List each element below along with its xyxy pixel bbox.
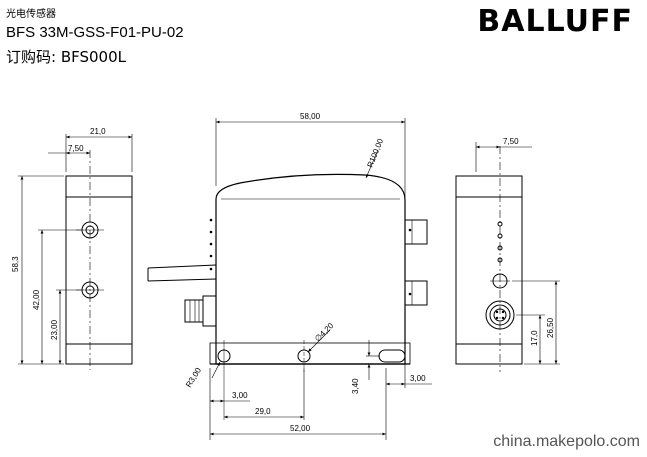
dim-front-width: 58,00	[300, 112, 321, 121]
dim-front-radius: R100,00	[366, 137, 386, 169]
dim-front-mount-width: 52,00	[290, 424, 311, 433]
product-category: 光电传感器	[6, 9, 56, 20]
dim-front-slot-width: 3,00	[410, 374, 426, 383]
front-view	[147, 118, 432, 440]
dim-left-width: 21,0	[90, 127, 106, 136]
dim-front-slot-radius: R3,00	[184, 366, 203, 389]
dim-front-hole-dia: ∅4,20	[313, 321, 336, 344]
dim-right-conn-height: 17,0	[530, 330, 539, 346]
order-code: 订购码: BFS000L	[6, 48, 126, 66]
dim-left-offset: 7,50	[68, 144, 84, 153]
dim-front-slot-height: 3,40	[351, 378, 360, 394]
dim-left-hole-upper: 42,00	[32, 289, 41, 310]
dim-front-hole-spacing: 29,0	[255, 407, 271, 416]
dim-left-height: 58,3	[11, 256, 20, 272]
dim-right-led-height: 26,50	[546, 317, 555, 338]
watermark-text: china.makepolo.com	[493, 433, 640, 450]
dim-front-edge-offset: 3,00	[232, 391, 248, 400]
brand-logo: BALLUFF	[477, 4, 633, 39]
dim-right-offset: 7,50	[503, 137, 519, 146]
left-side-view	[18, 134, 133, 370]
dim-left-hole-lower: 23,00	[50, 319, 59, 340]
model-number: BFS 33M-GSS-F01-PU-02	[6, 24, 184, 41]
right-side-view	[455, 142, 560, 372]
